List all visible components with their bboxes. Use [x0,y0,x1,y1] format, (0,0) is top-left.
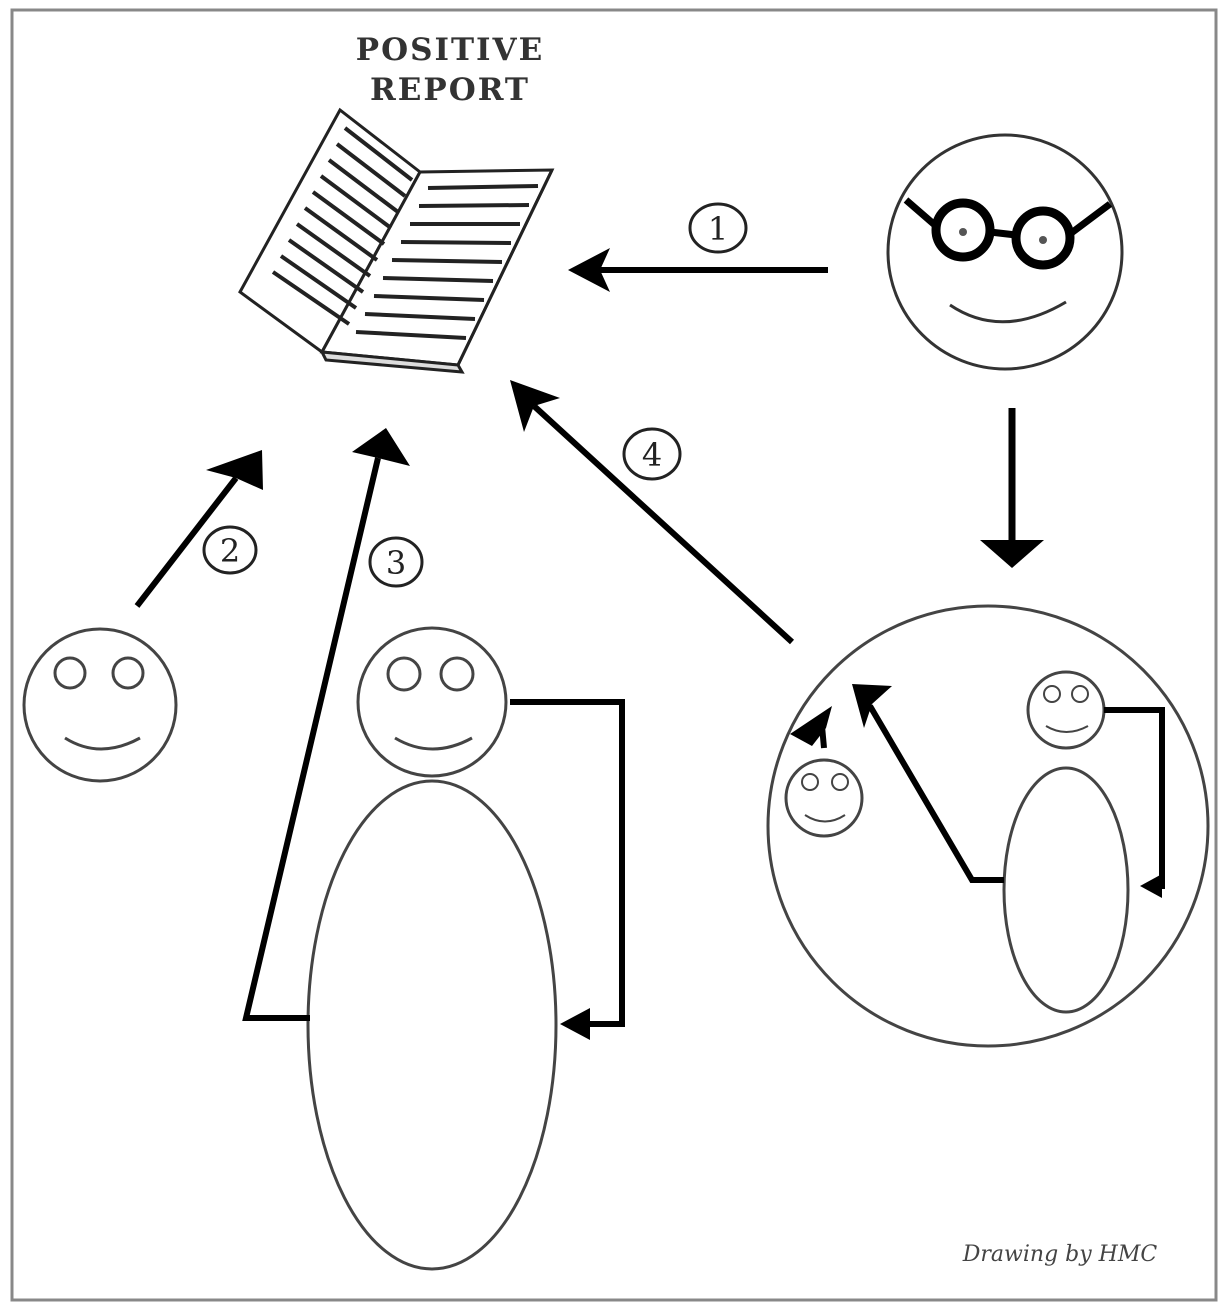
frame-border [12,10,1216,1300]
step-3-number: 3 [386,544,406,582]
repeated-scene-circle [768,606,1208,1046]
arrow-step-1: 1 [568,204,828,292]
report-title-line-1: POSITIVE [330,30,570,70]
arrow-down [980,408,1044,568]
professor-face [888,135,1122,369]
step-1-number: 1 [708,210,728,248]
large-student-figure [308,628,622,1269]
report-title-line-2: REPORT [330,70,570,110]
arrow-step-3: 3 [246,428,422,1018]
report-book-icon [240,110,552,372]
report-title: POSITIVE REPORT [330,30,570,110]
drawing-credit: Drawing by HMC [930,1242,1190,1267]
arrow-step-4: 4 [510,380,792,642]
step-2-number: 2 [220,532,240,570]
arrow-step-2: 2 [137,450,263,606]
small-student-face [24,629,176,781]
step-4-number: 4 [642,436,662,474]
